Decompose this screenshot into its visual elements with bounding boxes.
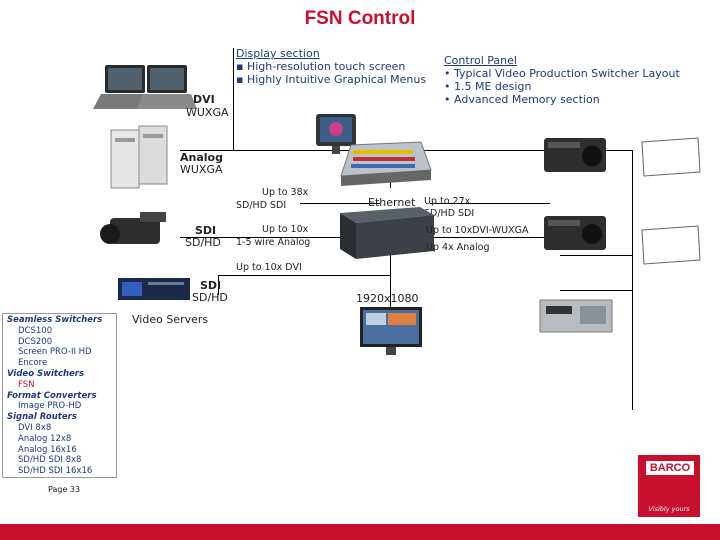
projector-icon xyxy=(544,216,606,250)
upto38-label: Up to 38x xyxy=(262,187,309,198)
upto10dvi-label: Up to 10x DVI xyxy=(236,262,302,273)
upto27-label: Up to 27x xyxy=(424,196,471,207)
list-item: Analog 12x8 xyxy=(18,433,72,444)
up4analog-label: Up 4x Analog xyxy=(426,242,490,253)
control-panel-heading: Control Panel xyxy=(444,54,517,67)
line-display-vertical xyxy=(233,48,234,150)
fsn-frame-icon xyxy=(340,207,434,259)
camera-icon xyxy=(100,212,166,244)
sdhd-camera-label: SD/HD xyxy=(185,236,221,249)
control-panel-section: Control Panel • Typical Video Production… xyxy=(444,54,680,106)
projection-screen-icon xyxy=(641,137,701,177)
list-item: DCS100 xyxy=(18,325,53,336)
upto10dvi-wuxga-label: Up to 10xDVI-WUXGA xyxy=(426,225,529,236)
line-camera xyxy=(180,237,380,238)
list-heading: Seamless Switchers xyxy=(7,315,103,325)
line-to-monitor xyxy=(390,250,391,310)
resolution-label: 1920x1080 xyxy=(356,292,419,305)
line-dvi-down xyxy=(218,275,390,276)
control-panel-icon xyxy=(340,141,432,186)
list-heading: Format Converters xyxy=(7,390,97,401)
sdi-server-label: SDI xyxy=(200,279,222,292)
video-servers-label: Video Servers xyxy=(132,313,209,326)
list-item: SD/HD SDI 16x16 xyxy=(18,466,93,477)
computer-towers-icon xyxy=(110,125,168,189)
list-heading: Signal Routers xyxy=(7,412,77,423)
list-item: Image PRO-HD xyxy=(18,401,82,412)
hd-monitor-icon xyxy=(360,307,422,355)
touch-monitor-icon xyxy=(316,114,356,154)
control-bullet: • Advanced Memory section xyxy=(444,93,600,106)
laptops-icon xyxy=(93,65,197,109)
upto10x-label: Up to 10x xyxy=(262,224,309,235)
projection-screen-icon xyxy=(641,225,701,265)
control-bullet: • 1.5 ME design xyxy=(444,80,532,93)
line-dvi-out xyxy=(430,237,550,238)
display-bullet: ▪ High-resolution touch screen xyxy=(236,60,406,73)
logo-tagline: Visibly yours xyxy=(648,505,690,513)
wuxga-label: WUXGA xyxy=(186,106,229,119)
line-server xyxy=(218,275,219,295)
sdi-input-label: SD/HD SDI xyxy=(236,200,287,211)
line-sdi-in xyxy=(300,203,380,204)
list-item-current: FSN xyxy=(18,379,35,390)
vtr-deck-icon xyxy=(539,299,613,333)
display-section-heading: Display section xyxy=(236,47,320,60)
list-item: Encore xyxy=(18,358,48,369)
page-number: Page 33 xyxy=(48,485,81,494)
sdi-camera-label: SDI xyxy=(195,224,217,237)
logo-brand-text: BARCO xyxy=(646,461,694,475)
line-sdi-out xyxy=(430,203,550,204)
display-section: Display section ▪ High-resolution touch … xyxy=(236,47,426,86)
list-item: DCS200 xyxy=(18,336,53,347)
projector-icon xyxy=(544,138,606,172)
line-right-vertical xyxy=(632,150,633,410)
product-list: Seamless Switchers DCS100 DCS200 Screen … xyxy=(2,313,117,478)
line-right-2 xyxy=(560,290,633,291)
line-right-1 xyxy=(560,255,633,256)
page-title: FSN Control xyxy=(304,8,416,29)
analog-wire-label: 1-5 wire Analog xyxy=(236,237,311,248)
dvi-label: DVI xyxy=(193,93,215,106)
display-bullet: ▪ Highly Intuitive Graphical Menus xyxy=(236,73,427,86)
analog-label: Analog xyxy=(180,151,223,164)
control-bullet: • Typical Video Production Switcher Layo… xyxy=(444,67,680,80)
footer-bar xyxy=(0,524,720,540)
ethernet-label: Ethernet xyxy=(368,196,416,209)
list-item: Analog 16x16 xyxy=(18,444,77,455)
video-server-icon xyxy=(118,278,190,300)
list-heading: Video Switchers xyxy=(7,368,85,379)
analog-wuxga-label: WUXGA xyxy=(180,163,223,176)
sdi-output-label: SD/HD SDI xyxy=(424,208,475,219)
list-item: SD/HD SDI 8x8 xyxy=(18,455,82,466)
sdhd-server-label: SD/HD xyxy=(192,291,228,304)
list-item: Screen PRO-II HD xyxy=(18,347,92,358)
list-item: DVI 8x8 xyxy=(18,422,52,433)
